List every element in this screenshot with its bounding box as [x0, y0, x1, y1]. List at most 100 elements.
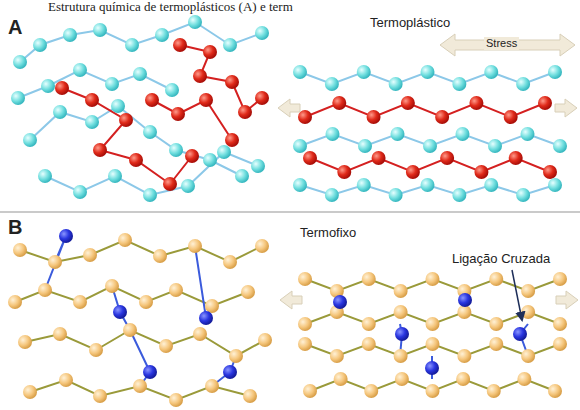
monomer-bead: [223, 255, 237, 269]
callout-label: Ligação Cruzada: [452, 252, 550, 267]
monomer-bead: [456, 127, 470, 141]
monomer-bead: [59, 373, 73, 387]
monomer-bead: [169, 393, 183, 407]
monomer-bead: [255, 26, 269, 40]
monomer-bead: [423, 139, 437, 153]
monomer-bead: [333, 295, 347, 309]
monomer-bead: [217, 145, 231, 159]
monomer-bead: [205, 379, 219, 393]
monomer-bead: [298, 337, 312, 351]
panel-letter: B: [8, 216, 22, 239]
monomer-bead: [255, 239, 269, 253]
monomer-bead: [484, 65, 498, 79]
monomer-bead: [193, 327, 207, 341]
monomer-bead: [504, 110, 518, 124]
monomer-bead: [326, 127, 340, 141]
monomer-bead: [364, 384, 378, 398]
monomer-bead: [159, 339, 173, 353]
monomer-bead: [406, 165, 420, 179]
monomer-bead: [113, 305, 127, 319]
stress-label: Stress: [484, 37, 519, 50]
monomer-bead: [145, 93, 159, 107]
monomer-bead: [13, 243, 27, 257]
monomer-bead: [358, 139, 372, 153]
monomer-bead: [426, 337, 440, 351]
monomer-bead: [258, 333, 272, 347]
monomer-bead: [521, 284, 535, 298]
monomer-bead: [171, 107, 185, 121]
monomer-bead: [133, 379, 147, 393]
stress-arrow: [280, 291, 302, 309]
monomer-bead: [123, 323, 137, 337]
monomer-bead: [334, 372, 348, 386]
monomer-bead: [553, 139, 567, 153]
monomer-bead: [435, 110, 449, 124]
monomer-bead: [238, 105, 252, 119]
monomer-bead: [440, 151, 454, 165]
monomer-bead: [389, 188, 403, 202]
monomer-bead: [199, 311, 213, 325]
monomer-bead: [13, 55, 27, 69]
stress-arrow: [556, 291, 578, 309]
monomer-bead: [484, 178, 498, 192]
monomer-bead: [85, 93, 99, 107]
monomer-bead: [521, 127, 535, 141]
polymer-chain: [20, 22, 262, 62]
monomer-bead: [298, 272, 312, 286]
monomer-bead: [521, 349, 535, 363]
stress-arrows: [278, 34, 578, 309]
monomer-bead: [332, 96, 346, 110]
monomer-bead: [489, 272, 503, 286]
monomer-bead: [293, 139, 307, 153]
monomer-bead: [169, 143, 183, 157]
monomer-bead: [223, 365, 237, 379]
monomer-bead: [185, 149, 199, 163]
monomer-bead: [89, 343, 103, 357]
cross-link: [45, 236, 66, 290]
chain-bonds: [15, 22, 560, 400]
monomer-bead: [105, 279, 119, 293]
monomer-bead: [293, 65, 307, 79]
monomer-bead: [229, 349, 243, 363]
monomer-bead: [93, 23, 107, 37]
monomer-bead: [516, 188, 530, 202]
monomer-bead: [48, 255, 62, 269]
monomer-bead: [155, 28, 169, 42]
monomer-bead: [223, 38, 237, 52]
monomer-bead: [426, 272, 440, 286]
stress-arrow: [278, 99, 300, 117]
monomer-bead: [63, 28, 77, 42]
monomer-bead: [169, 283, 183, 297]
monomer-bead: [203, 45, 217, 59]
leader-arrow: [512, 270, 522, 320]
monomer-bead: [143, 188, 157, 202]
monomer-bead: [452, 188, 466, 202]
monomer-bead: [548, 65, 562, 79]
monomer-bead: [225, 75, 239, 89]
monomer-bead: [367, 110, 381, 124]
polymer-chain: [180, 45, 262, 112]
panel-heading: Termofixo: [300, 226, 356, 241]
monomer-bead: [111, 99, 125, 113]
monomer-bead: [11, 91, 25, 105]
figure-title: Estrutura química de termoplásticos (A) …: [48, 0, 293, 15]
monomer-bead: [362, 337, 376, 351]
stress-arrow: [440, 34, 575, 56]
monomer-bead: [457, 305, 471, 319]
monomer-bead: [118, 233, 132, 247]
monomer-bead: [298, 317, 312, 331]
monomer-bead: [55, 81, 69, 95]
monomer-bead: [489, 317, 503, 331]
monomer-bead: [553, 272, 567, 286]
monomer-bead: [325, 188, 339, 202]
polymer-chain: [30, 106, 242, 176]
monomer-bead: [143, 125, 157, 139]
monomer-bead: [133, 67, 147, 81]
monomer-bead: [357, 178, 371, 192]
monomer-bead: [139, 295, 153, 309]
monomer-bead: [391, 127, 405, 141]
monomer-bead: [108, 169, 122, 183]
monomer-bead: [38, 169, 52, 183]
monomer-bead: [548, 178, 562, 192]
